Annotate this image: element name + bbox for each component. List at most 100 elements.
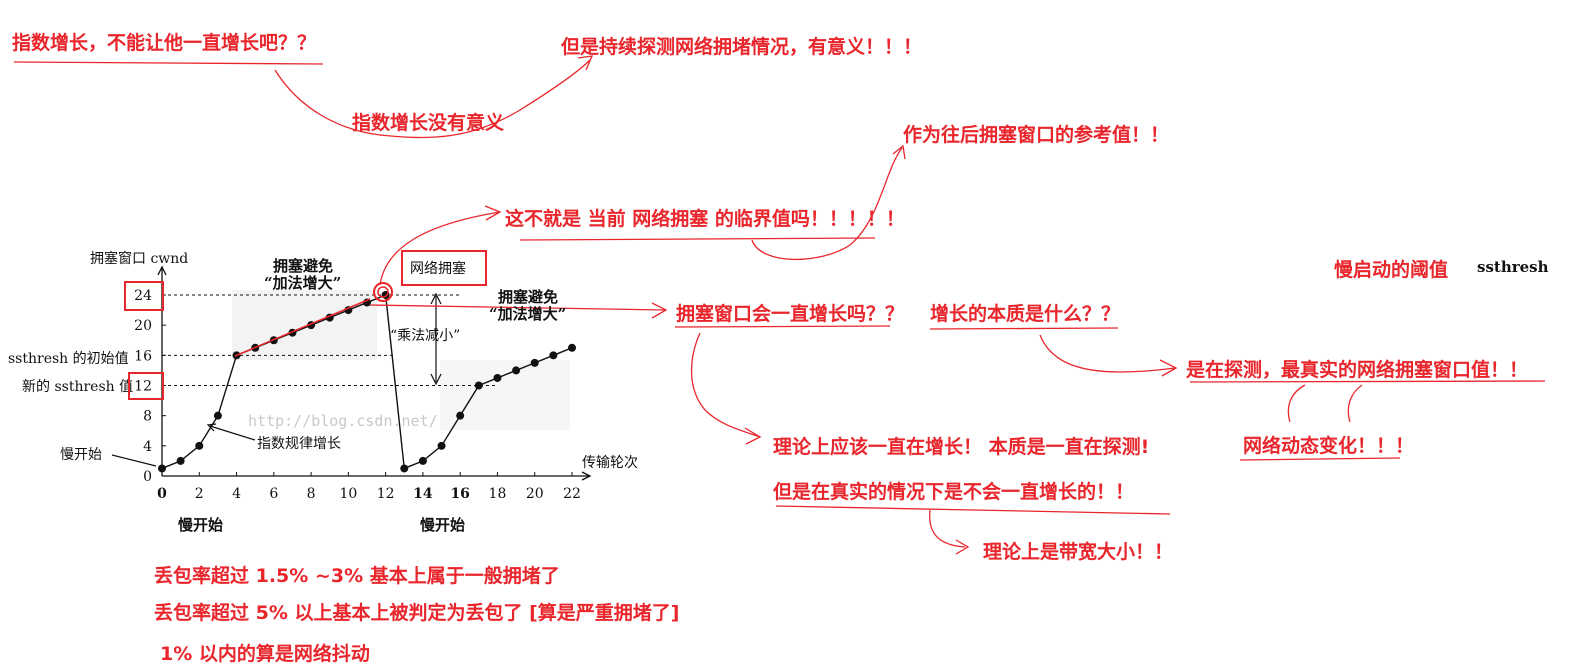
data-point xyxy=(549,351,558,360)
y-tick-label: 8 xyxy=(143,409,152,425)
underline-a1 xyxy=(13,61,324,65)
y-axis-arrow xyxy=(157,265,167,276)
slow-start-label: 慢开始 xyxy=(60,447,102,463)
ca2-label-line1: 拥塞避免 xyxy=(498,288,559,306)
annotation-critical-value: 这不就是 当前 网络拥塞 的临界值吗！！！！！ xyxy=(505,208,905,230)
ssthresh-initial-label: ssthresh 的初始值 xyxy=(8,351,129,367)
x-tick-label: 14 xyxy=(413,486,433,502)
arrowhead-a9 xyxy=(1159,359,1178,377)
data-point xyxy=(213,411,222,420)
line-to-a7 xyxy=(369,304,666,311)
annotation-theory-growing: 理论上应该一直在增长！ 本质是一直在探测! xyxy=(773,436,1150,458)
data-point xyxy=(158,464,166,473)
ca1-label-line1: 拥塞避免 xyxy=(273,257,334,275)
underline-a7 xyxy=(674,325,891,328)
x-tick-label: 4 xyxy=(232,486,241,502)
annotation-slow-start-threshold: 慢启动的阈值 xyxy=(1334,259,1449,281)
exp-growth-label: 指数规律增长 xyxy=(257,436,341,452)
data-point xyxy=(176,456,185,465)
curve-to-a5 xyxy=(379,211,501,286)
y-axis-label: 拥塞窗口 cwnd xyxy=(90,251,189,267)
exp-growth-arrowhead xyxy=(206,423,217,432)
annotation-real-not-growing: 但是在真实的情况下是不会一直增长的！！ xyxy=(773,481,1135,503)
annotation-ssthresh: ssthresh xyxy=(1477,258,1549,276)
annotation-loss-5: 丢包率超过 5% 以上基本上被判定为丢包了 [算是严重拥堵了] xyxy=(154,602,680,624)
ca1-label-line2: “加法增大” xyxy=(264,274,342,292)
data-point xyxy=(474,381,483,390)
box-congestion xyxy=(401,250,487,286)
x-axis-label: 传输轮次 xyxy=(582,455,638,471)
curve-to-a9 xyxy=(1039,334,1176,373)
data-point xyxy=(195,441,204,450)
curve-a1-a2 xyxy=(274,59,591,139)
congestion-point-marker xyxy=(373,282,393,302)
x-tick-label: 8 xyxy=(307,486,316,502)
annotation-loss-1-5: 丢包率超过 1.5% ~3% 基本上属于一般拥堵了 xyxy=(154,565,560,587)
curve-to-a10 xyxy=(690,332,761,438)
slow-start-bottom-2: 慢开始 xyxy=(420,516,466,534)
arrowhead-a10 xyxy=(744,427,762,445)
data-point xyxy=(512,366,521,375)
ca2-label-line2: “加法增大” xyxy=(489,305,567,323)
watermark: http://blog.csdn.net/ xyxy=(248,412,438,430)
y-origin-label: 0 xyxy=(143,469,152,485)
x-tick-label: 12 xyxy=(377,486,395,502)
annotation-exp-meaningless: 指数增长没有意义 xyxy=(352,112,505,134)
x-tick-label: 16 xyxy=(450,486,469,502)
hand-drawn-strokes xyxy=(13,55,1546,555)
curve-a11-2 xyxy=(1347,384,1363,423)
x-tick-label: 6 xyxy=(269,486,278,502)
decrease-arrowheads xyxy=(430,292,442,386)
annotation-probing-real-window: 是在探测，最真实的网络拥塞窗口值！！ xyxy=(1186,359,1529,381)
underline-a12 xyxy=(775,505,1171,515)
data-point xyxy=(493,373,502,382)
annotation-reference-value: 作为往后拥塞窗口的参考值！！ xyxy=(903,124,1170,146)
annotation-bandwidth: 理论上是带宽大小！！ xyxy=(983,541,1174,563)
arrowhead-a4 xyxy=(892,144,906,160)
arrowhead-a13 xyxy=(955,539,970,555)
reference-lines xyxy=(162,294,498,386)
data-point xyxy=(568,343,576,352)
data-point xyxy=(530,358,539,367)
arrowhead-a2 xyxy=(577,55,594,71)
curve-a11-1 xyxy=(1287,384,1306,423)
x-axis-arrow xyxy=(581,471,592,481)
annotation-exp-growth-question: 指数增长，不能让他一直增长吧？？ xyxy=(12,32,317,54)
data-point xyxy=(418,456,427,465)
x-tick-label: 22 xyxy=(563,486,581,502)
arrowhead-a5 xyxy=(484,205,502,221)
curve-to-a4 xyxy=(751,147,903,261)
x-tick-label: 10 xyxy=(339,486,357,502)
series-line-1 xyxy=(404,347,573,470)
congestion-label: 网络拥塞 xyxy=(410,261,466,277)
red-ca-overlay xyxy=(234,298,371,357)
annotation-network-dynamic: 网络动态变化！！！ xyxy=(1243,435,1415,457)
y-tick-label: 12 xyxy=(134,379,152,395)
y-tick-label: 16 xyxy=(134,348,152,364)
exp-growth-pointer xyxy=(209,425,256,441)
congestion-point-marker-inner xyxy=(377,286,389,298)
underline-a8 xyxy=(929,327,1119,330)
drop-line xyxy=(384,294,405,469)
curve-to-a13 xyxy=(929,509,966,548)
annotation-jitter: 1% 以内的算是网络抖动 xyxy=(160,643,370,665)
underline-a5 xyxy=(519,237,876,241)
box-tick-24 xyxy=(124,281,164,311)
y-tick-label: 20 xyxy=(134,318,152,334)
x-tick-label: 0 xyxy=(157,486,167,502)
box-tick-12 xyxy=(128,372,164,400)
ssthresh-new-label: 新的 ssthresh 值 xyxy=(22,379,134,395)
arrowhead-a7 xyxy=(651,302,668,319)
underline-a9 xyxy=(1189,380,1546,383)
x-tick-label: 2 xyxy=(195,486,204,502)
data-point xyxy=(456,411,465,420)
underline-a11 xyxy=(1239,457,1401,461)
slow-start-bottom-1: 慢开始 xyxy=(178,516,224,534)
mult-decrease-label: “乘法减小” xyxy=(390,328,461,344)
data-point xyxy=(437,441,446,450)
y-tick-label: 24 xyxy=(134,288,152,304)
y-tick-label: 4 xyxy=(143,439,152,455)
annotation-keep-growing: 拥塞窗口会一直增长吗？？ xyxy=(676,303,905,325)
x-tick-label: 20 xyxy=(526,486,544,502)
